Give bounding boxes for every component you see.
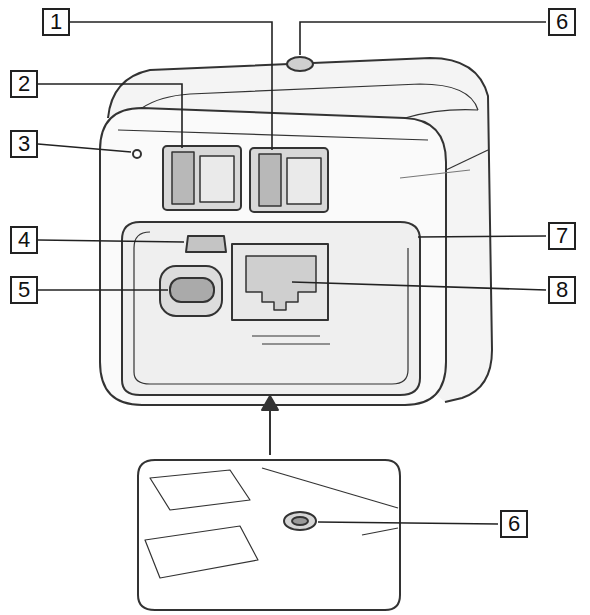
callout-number: 2 xyxy=(10,70,38,98)
callout-number: 6 xyxy=(548,8,576,36)
callout-number: 3 xyxy=(10,130,38,158)
callout-number: 4 xyxy=(10,226,38,254)
callout-number: 5 xyxy=(10,276,38,304)
callout-number: 7 xyxy=(548,222,576,250)
callout-number: 8 xyxy=(548,276,576,304)
callout-number: 6 xyxy=(500,510,528,538)
callout-number: 1 xyxy=(42,8,70,36)
